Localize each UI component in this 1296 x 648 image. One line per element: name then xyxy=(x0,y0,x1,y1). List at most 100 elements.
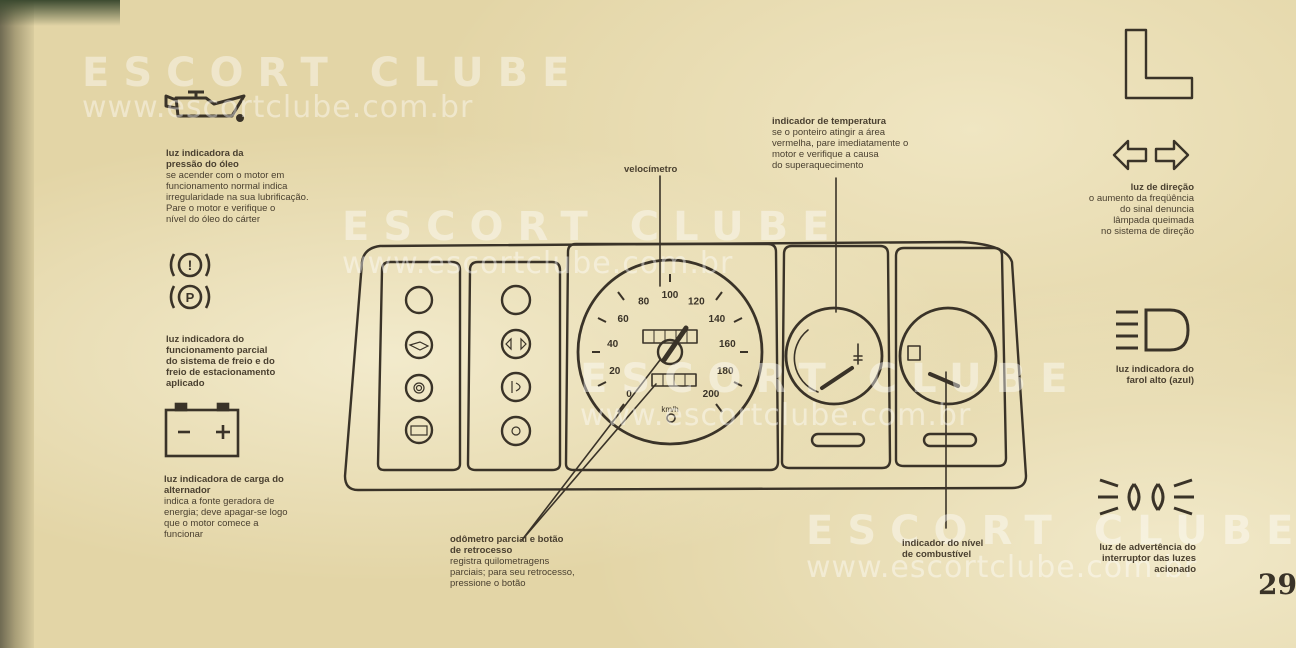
watermark-brand-3: ESCORT CLUBE xyxy=(580,356,1082,402)
brake-caption: luz indicadora do funcionamento parcial … xyxy=(166,334,366,389)
fuel-title-2: de combustível xyxy=(902,549,972,560)
speedometer-tick-label: 0 xyxy=(626,389,632,400)
odometer-line: registra quilometragens xyxy=(450,556,550,567)
oil-line: nível do óleo do cárter xyxy=(166,214,261,225)
speedometer-tick-label: 100 xyxy=(662,290,679,301)
watermark-url-2: www.escortclube.com.br xyxy=(342,246,734,281)
turn-title: luz de direção xyxy=(1130,182,1194,193)
cluster-housing xyxy=(343,240,1028,492)
odometer-leader-2 xyxy=(521,383,657,541)
temperature-line: do superaquecimento xyxy=(772,160,864,171)
brake-line: luz indicadora do xyxy=(166,334,245,345)
speedometer-tick-label: 80 xyxy=(638,296,650,307)
hazard-lamp xyxy=(500,415,532,447)
turn-line: lâmpada queimada xyxy=(1113,215,1194,226)
brake-lamp xyxy=(404,373,434,403)
oil-line: Pare o motor e verifique o xyxy=(166,203,276,214)
battery-caption: luz indicadora de carga do alternador in… xyxy=(164,474,364,540)
odometer-leader-1 xyxy=(521,359,661,541)
watermark-url-1: www.escortclube.com.br xyxy=(82,90,474,125)
speedometer-tick-label: 60 xyxy=(618,314,630,325)
right-light-module xyxy=(466,260,562,472)
battery-line: indica a fonte geradora de xyxy=(164,496,275,507)
turn-signal-lamp xyxy=(500,328,532,360)
battery-line: funcionar xyxy=(164,529,204,540)
warning-lamp-blank-1 xyxy=(404,285,434,315)
speedometer-tick-label: 20 xyxy=(609,366,621,377)
watermark-url-3: www.escortclube.com.br xyxy=(580,398,972,433)
corner-shadow xyxy=(0,0,120,26)
light-switch-icon xyxy=(1098,478,1194,516)
odometer-caption: odômetro parcial e botão de retrocesso r… xyxy=(450,534,670,589)
speedometer-tick-label: 40 xyxy=(607,339,619,350)
oil-can-icon xyxy=(164,90,246,122)
turn-line: do sinal denuncia xyxy=(1120,204,1194,215)
brake-line: funcionamento parcial xyxy=(166,345,268,356)
fuel-pump-icon xyxy=(907,345,921,361)
p-glyph: P xyxy=(186,290,195,305)
oil-line: irregularidade na sua lubrificação. xyxy=(166,192,309,203)
oil-caption: luz indicadora da pressão do óleo se ace… xyxy=(166,148,366,225)
watermark-url-4: www.escortclube.com.br xyxy=(806,550,1198,585)
page-number: 29 xyxy=(1258,568,1296,601)
book-spine xyxy=(0,0,34,648)
speedometer-module xyxy=(564,242,780,472)
highbeam-title-1: luz indicadora do xyxy=(1115,364,1194,375)
trip-reset-knob xyxy=(666,413,676,423)
odometer-title-2: de retrocesso xyxy=(450,545,513,556)
temperature-line: vermelha, pare imediatamente o xyxy=(772,138,909,149)
speedometer-tick-label: 180 xyxy=(717,366,734,377)
fuel-needle xyxy=(928,372,960,388)
battery-title-1: luz indicadora de carga do xyxy=(164,474,284,485)
turn-line: o aumento da freqüência xyxy=(1088,193,1194,204)
parking-brake-icon xyxy=(169,284,211,310)
speedometer-tick-label: 200 xyxy=(703,389,720,400)
temperature-caption: indicador de temperatura se o ponteiro a… xyxy=(772,116,992,171)
oil-line: funcionamento normal indica xyxy=(166,181,288,192)
speedometer-label: velocímetro xyxy=(624,164,678,175)
high-beam-lamp xyxy=(500,371,532,403)
speedometer-tick-label: 120 xyxy=(688,296,705,307)
turn-line: no sistema de direção xyxy=(1101,226,1194,237)
warning-lamp-blank-2 xyxy=(500,284,532,316)
watermark-brand-2: ESCORT CLUBE xyxy=(342,204,844,250)
hazard-title-1: luz de advertência do xyxy=(1099,542,1196,553)
battery-line: energia; deve apagar-se logo xyxy=(164,507,288,518)
brake-line: aplicado xyxy=(166,378,205,389)
battery-line: que o motor comece a xyxy=(164,518,259,529)
speedometer-needle xyxy=(661,325,689,363)
oil-title-1: luz indicadora da xyxy=(166,148,244,159)
battery-title-2: alternador xyxy=(164,485,211,496)
speedometer-tick-label: 140 xyxy=(709,314,726,325)
hazard-title-3: acionado xyxy=(1154,564,1196,575)
speedometer-tick-label: 160 xyxy=(719,339,736,350)
odometer-title-1: odômetro parcial e botão xyxy=(450,534,564,545)
temperature-line: se o ponteiro atingir a área xyxy=(772,127,886,138)
odometer-line: pressione o botão xyxy=(450,578,526,589)
battery-icon xyxy=(164,402,240,458)
temperature-dial xyxy=(784,306,884,406)
coolant-icon xyxy=(853,343,863,365)
oil-title-2: pressão do óleo xyxy=(166,159,239,170)
left-light-module xyxy=(376,260,462,472)
brake-warning-icon xyxy=(169,252,211,278)
temperature-title: indicador de temperatura xyxy=(772,116,887,127)
oil-lamp xyxy=(404,330,434,360)
odometer-line: parciais; para seu retrocesso, xyxy=(450,567,575,578)
fuel-slot xyxy=(922,432,978,448)
watermark-brand-1: ESCORT CLUBE xyxy=(82,50,584,96)
turn-signal-icon xyxy=(1112,139,1190,171)
temperature-line: motor e verifique a causa xyxy=(772,149,879,160)
oil-line: se acender com o motor em xyxy=(166,170,285,181)
exclamation-glyph: ! xyxy=(188,257,193,273)
needle-hub xyxy=(656,338,684,366)
temperature-needle xyxy=(820,366,854,390)
hazard-caption: luz de advertência do interruptor das lu… xyxy=(1034,542,1196,575)
odometer-total xyxy=(642,329,698,344)
temperature-module xyxy=(780,244,892,470)
fuel-title-1: indicador do nível xyxy=(902,538,984,549)
battery-lamp xyxy=(404,415,434,445)
fuel-caption: indicador do nível de combustível xyxy=(902,538,1022,560)
fuel-module xyxy=(894,246,1008,468)
